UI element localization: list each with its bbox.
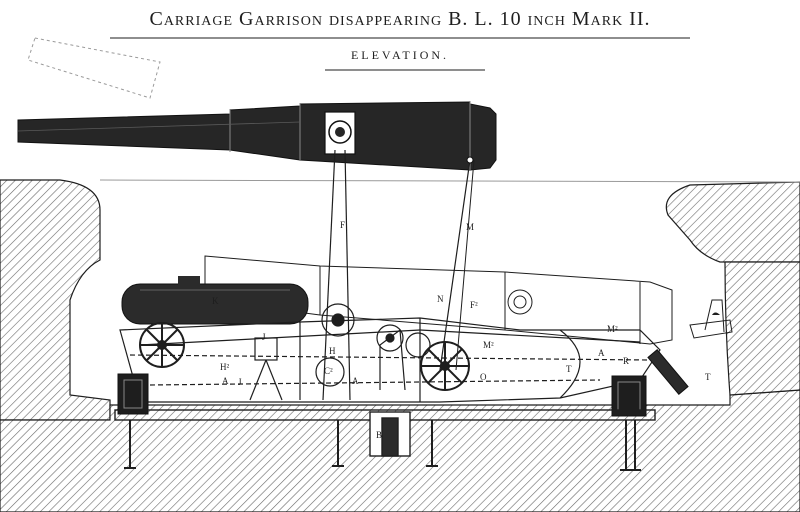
arm-m-inner (455, 159, 475, 371)
gear-c2 (315, 357, 345, 387)
label-j-upper: J (262, 332, 266, 342)
label-n: N (437, 294, 444, 304)
holding-down-bolts (124, 420, 641, 471)
lever-h (249, 337, 283, 401)
page-title: Carriage Garrison disappearing B. L. 10 … (149, 8, 651, 30)
right-wall (724, 261, 800, 396)
label-b: B (376, 430, 382, 440)
label-c2: C² (324, 366, 333, 376)
label-t-right: T (705, 372, 711, 382)
label-g: G (386, 333, 393, 343)
label-m: M (466, 222, 474, 232)
label-a-right: A (598, 348, 605, 358)
label-f2: F² (470, 300, 478, 310)
right-parapet (665, 181, 800, 263)
label-e: E (334, 315, 340, 325)
handwheel-left (139, 322, 185, 368)
ground-line (99, 179, 800, 183)
arm-f-inner (344, 149, 351, 401)
gear-e (321, 303, 355, 337)
carriage-frame (119, 317, 661, 403)
label-o: O (480, 372, 487, 382)
trunnion-raised (324, 111, 356, 155)
label-a-mid: A (352, 376, 359, 386)
page-subtitle: ELEVATION. (350, 48, 450, 62)
label-h: H (329, 346, 336, 356)
label-a-left: A (222, 376, 229, 386)
base-platform (114, 409, 656, 457)
gun-barrel-raised (17, 101, 497, 171)
label-m2-mid: M² (483, 340, 494, 350)
label-f: F (340, 220, 345, 230)
label-k: K (212, 296, 219, 306)
arm-f (322, 149, 336, 401)
label-m2-right: M² (607, 324, 618, 334)
rammer-arm (647, 299, 733, 395)
handwheel-right (405, 332, 470, 391)
label-h2: H² (220, 362, 229, 372)
counterweight-k (121, 276, 309, 325)
arm-m (439, 159, 471, 371)
buffer-left (117, 373, 149, 415)
label-t-mid: T (566, 364, 572, 374)
label-j-lower: J (238, 377, 242, 387)
ghost-barrel-outline (27, 37, 161, 99)
left-parapet (0, 179, 111, 421)
label-r: R (623, 356, 629, 366)
gear-g (376, 324, 404, 352)
